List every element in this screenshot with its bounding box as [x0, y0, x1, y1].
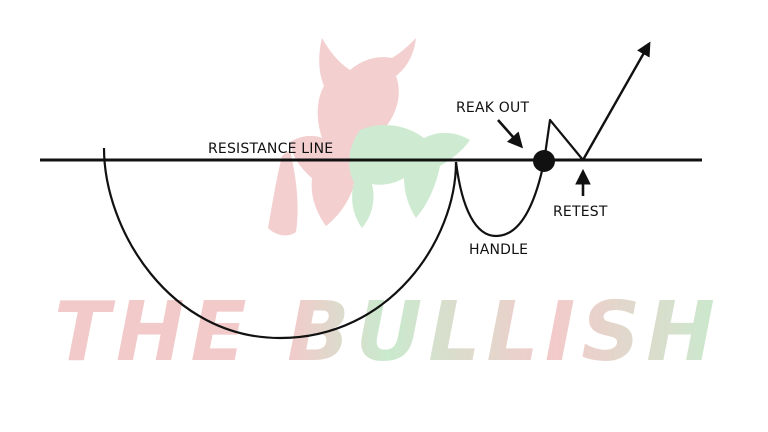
watermark-text: THE BULLISH — [54, 285, 721, 380]
breakout-label: REAK OUT — [456, 100, 529, 116]
bull-logo-watermark — [268, 38, 470, 236]
watermark-text-group: THE BULLISH — [54, 285, 721, 380]
bull-legs-green-icon — [349, 124, 470, 228]
breakout-label-arrow — [497, 119, 524, 149]
handle-curve — [454, 161, 546, 238]
breakout-point — [533, 150, 555, 172]
cup-curve — [102, 147, 458, 340]
rally-arrow — [581, 41, 651, 161]
resistance-line-label: RESISTANCE LINE — [208, 141, 333, 157]
handle-label: HANDLE — [469, 242, 528, 258]
retest-label: RETEST — [553, 204, 608, 220]
bull-body-red-icon — [268, 150, 298, 236]
bull-head-icon — [290, 38, 416, 226]
breakout-path — [542, 118, 584, 163]
